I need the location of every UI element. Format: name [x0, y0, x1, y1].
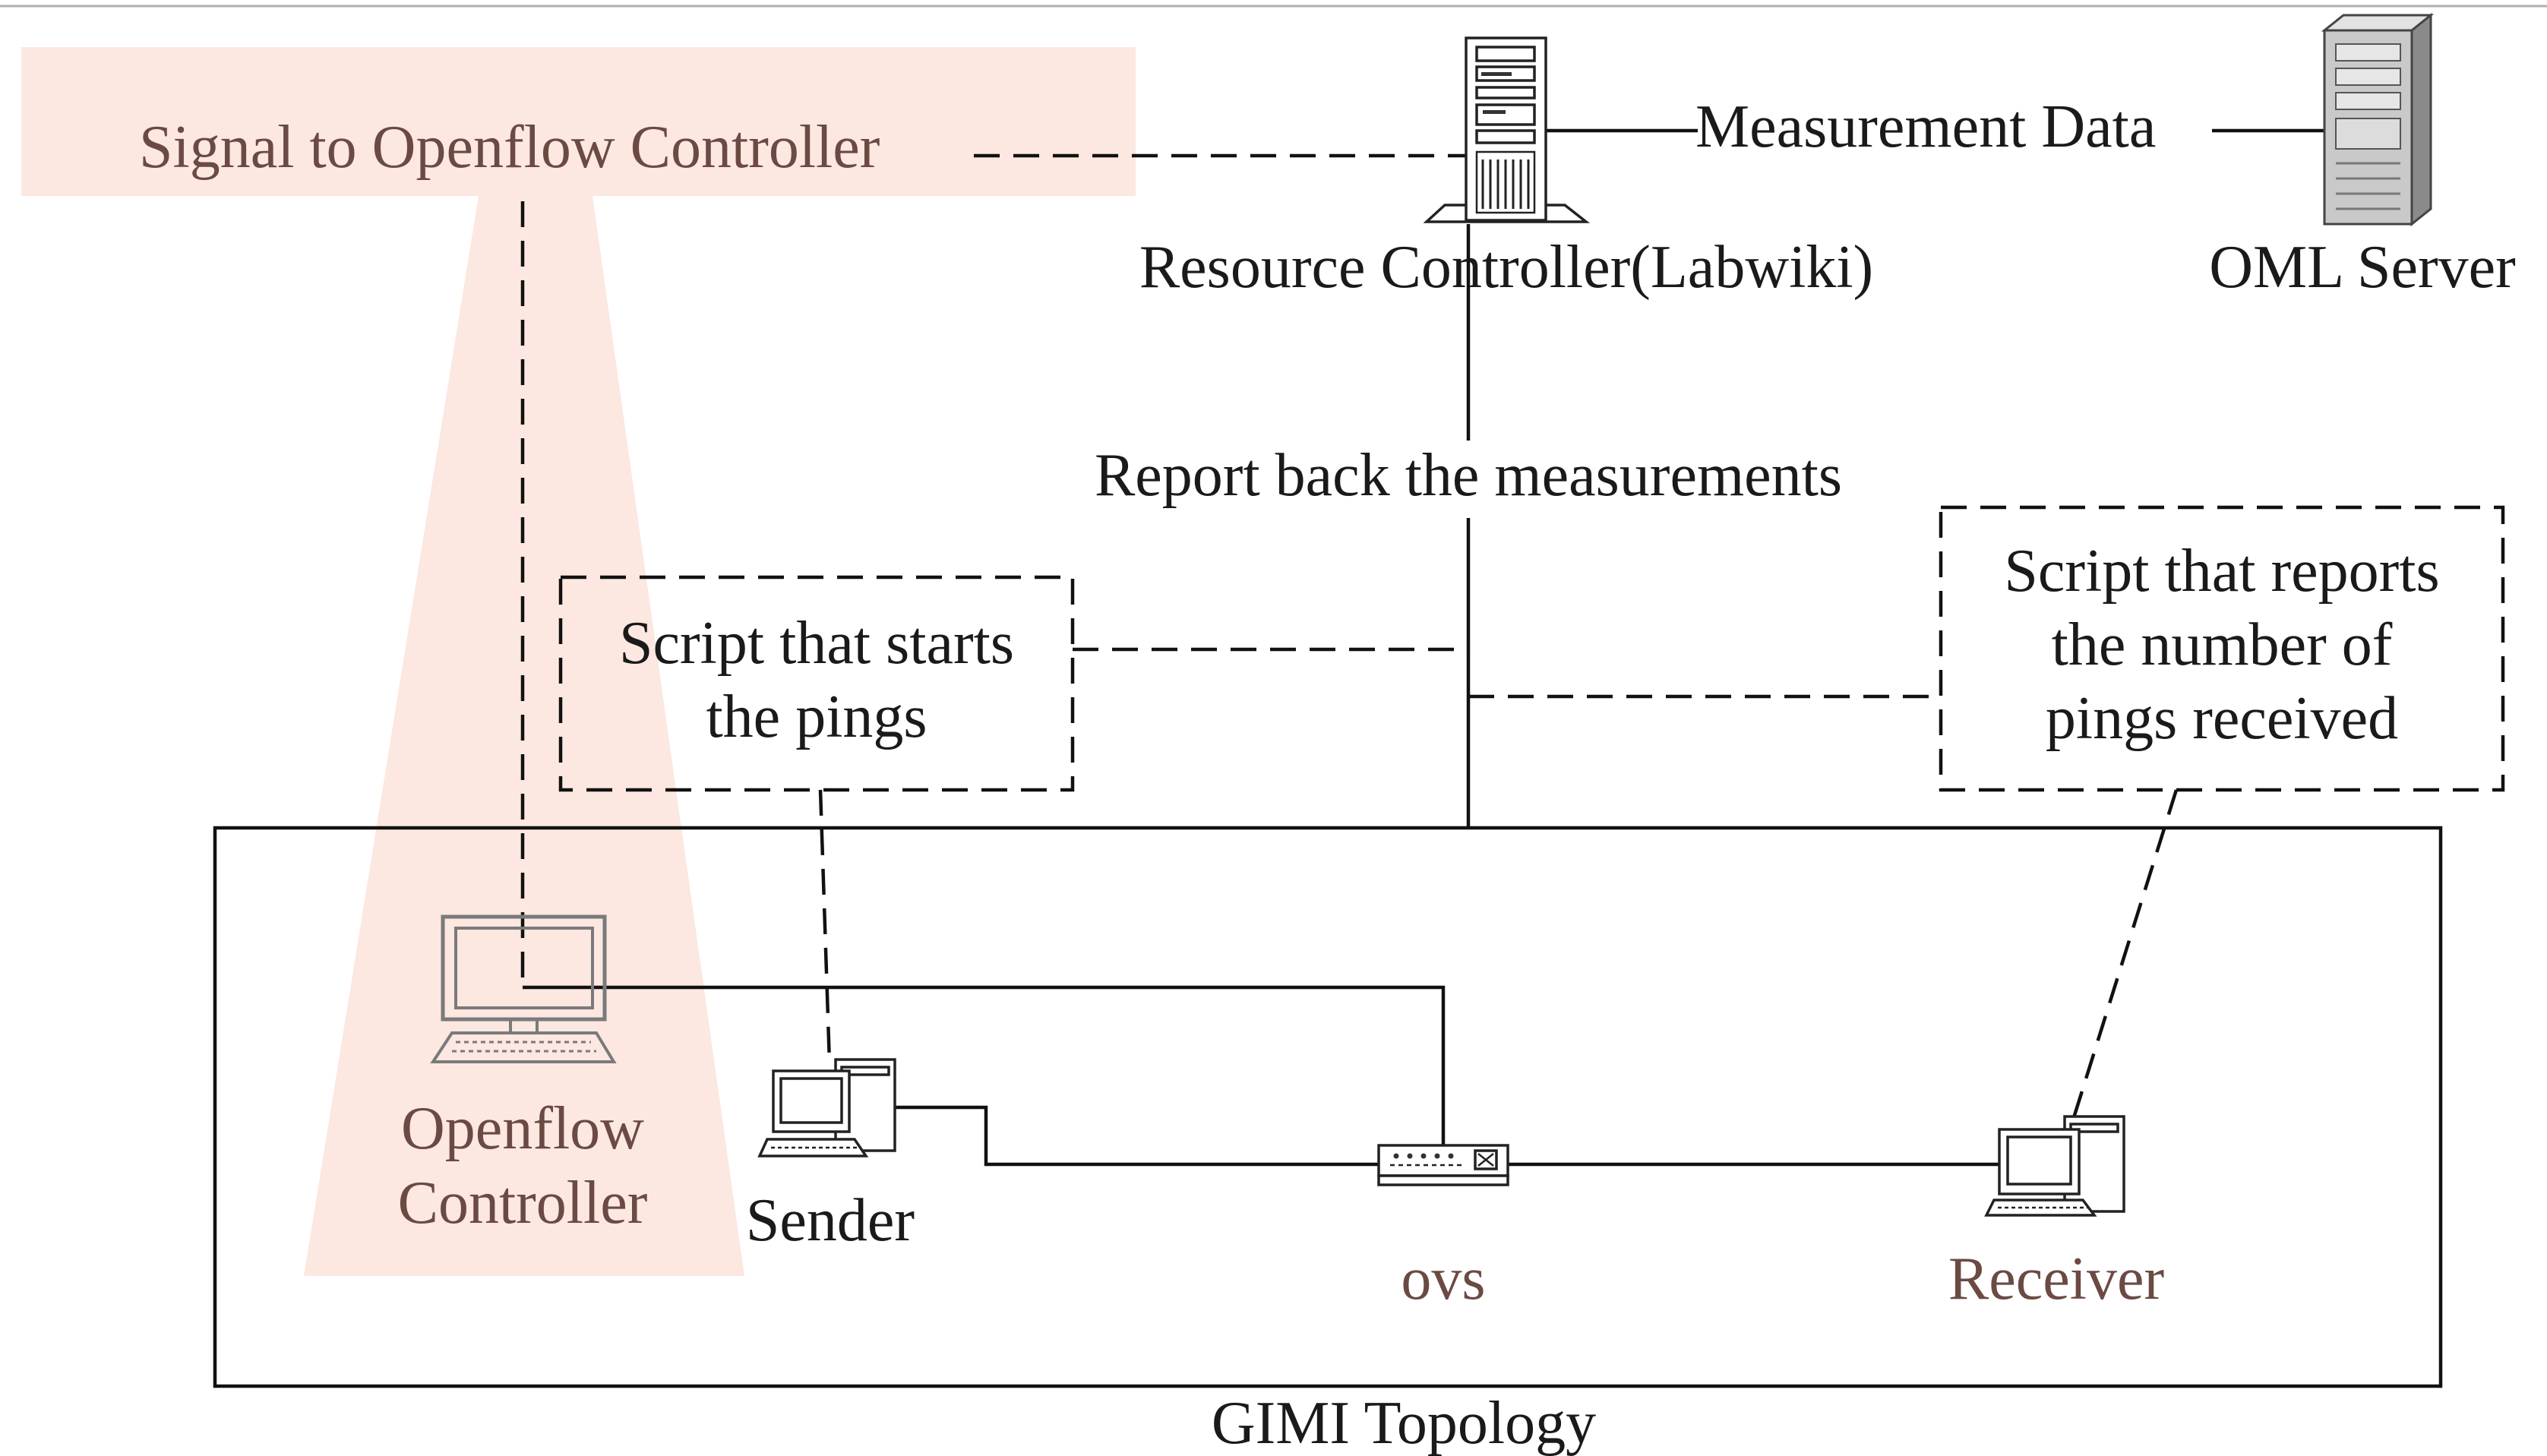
openflow-controller-label-2: Controller [398, 1170, 648, 1236]
script-report-line3: pings received [2046, 685, 2398, 752]
resource-controller-label: Resource Controller(Labwiki) [1139, 234, 1873, 301]
tower-vents [1475, 150, 1536, 214]
measurement-data-label: Measurement Data [1695, 93, 2156, 160]
receiver-label: Receiver [1948, 1246, 2164, 1312]
ovs-label: ovs [1401, 1246, 1485, 1312]
oml-server-label: OML Server [2209, 234, 2516, 301]
connectors [520, 128, 2341, 1167]
sender-to-ovs [889, 1105, 1379, 1167]
script-start-line2: the pings [706, 684, 927, 750]
script-report-line2: the number of [2052, 611, 2393, 678]
labels: Signal to Openflow Controller Measuremen… [139, 93, 2516, 1456]
report-back-label: Report back the measurements [1095, 442, 1842, 509]
gimi-topology-box [213, 826, 2443, 1388]
sender-label: Sender [746, 1187, 915, 1254]
script-start-pings-box [558, 575, 1075, 792]
script-to-receiver [2070, 789, 2179, 1123]
script-start-line1: Script that starts [619, 610, 1014, 677]
laptop-icon [430, 914, 617, 1063]
script-to-sender [818, 789, 832, 1064]
controller-to-ovs [523, 985, 1446, 1151]
workstation-icon [1984, 1115, 2125, 1217]
signal-label: Signal to Openflow Controller [139, 114, 880, 181]
switch-icon [1377, 1144, 1509, 1186]
tower-server-icon [1423, 36, 1591, 224]
server-icon [2321, 12, 2435, 227]
openflow-controller-label-1: Openflow [401, 1095, 644, 1162]
gimi-topology-label: GIMI Topology [1212, 1390, 1596, 1456]
script-report-pings-box [1939, 505, 2505, 792]
workstation-icon [757, 1058, 896, 1158]
script-report-line1: Script that reports [2004, 538, 2439, 605]
